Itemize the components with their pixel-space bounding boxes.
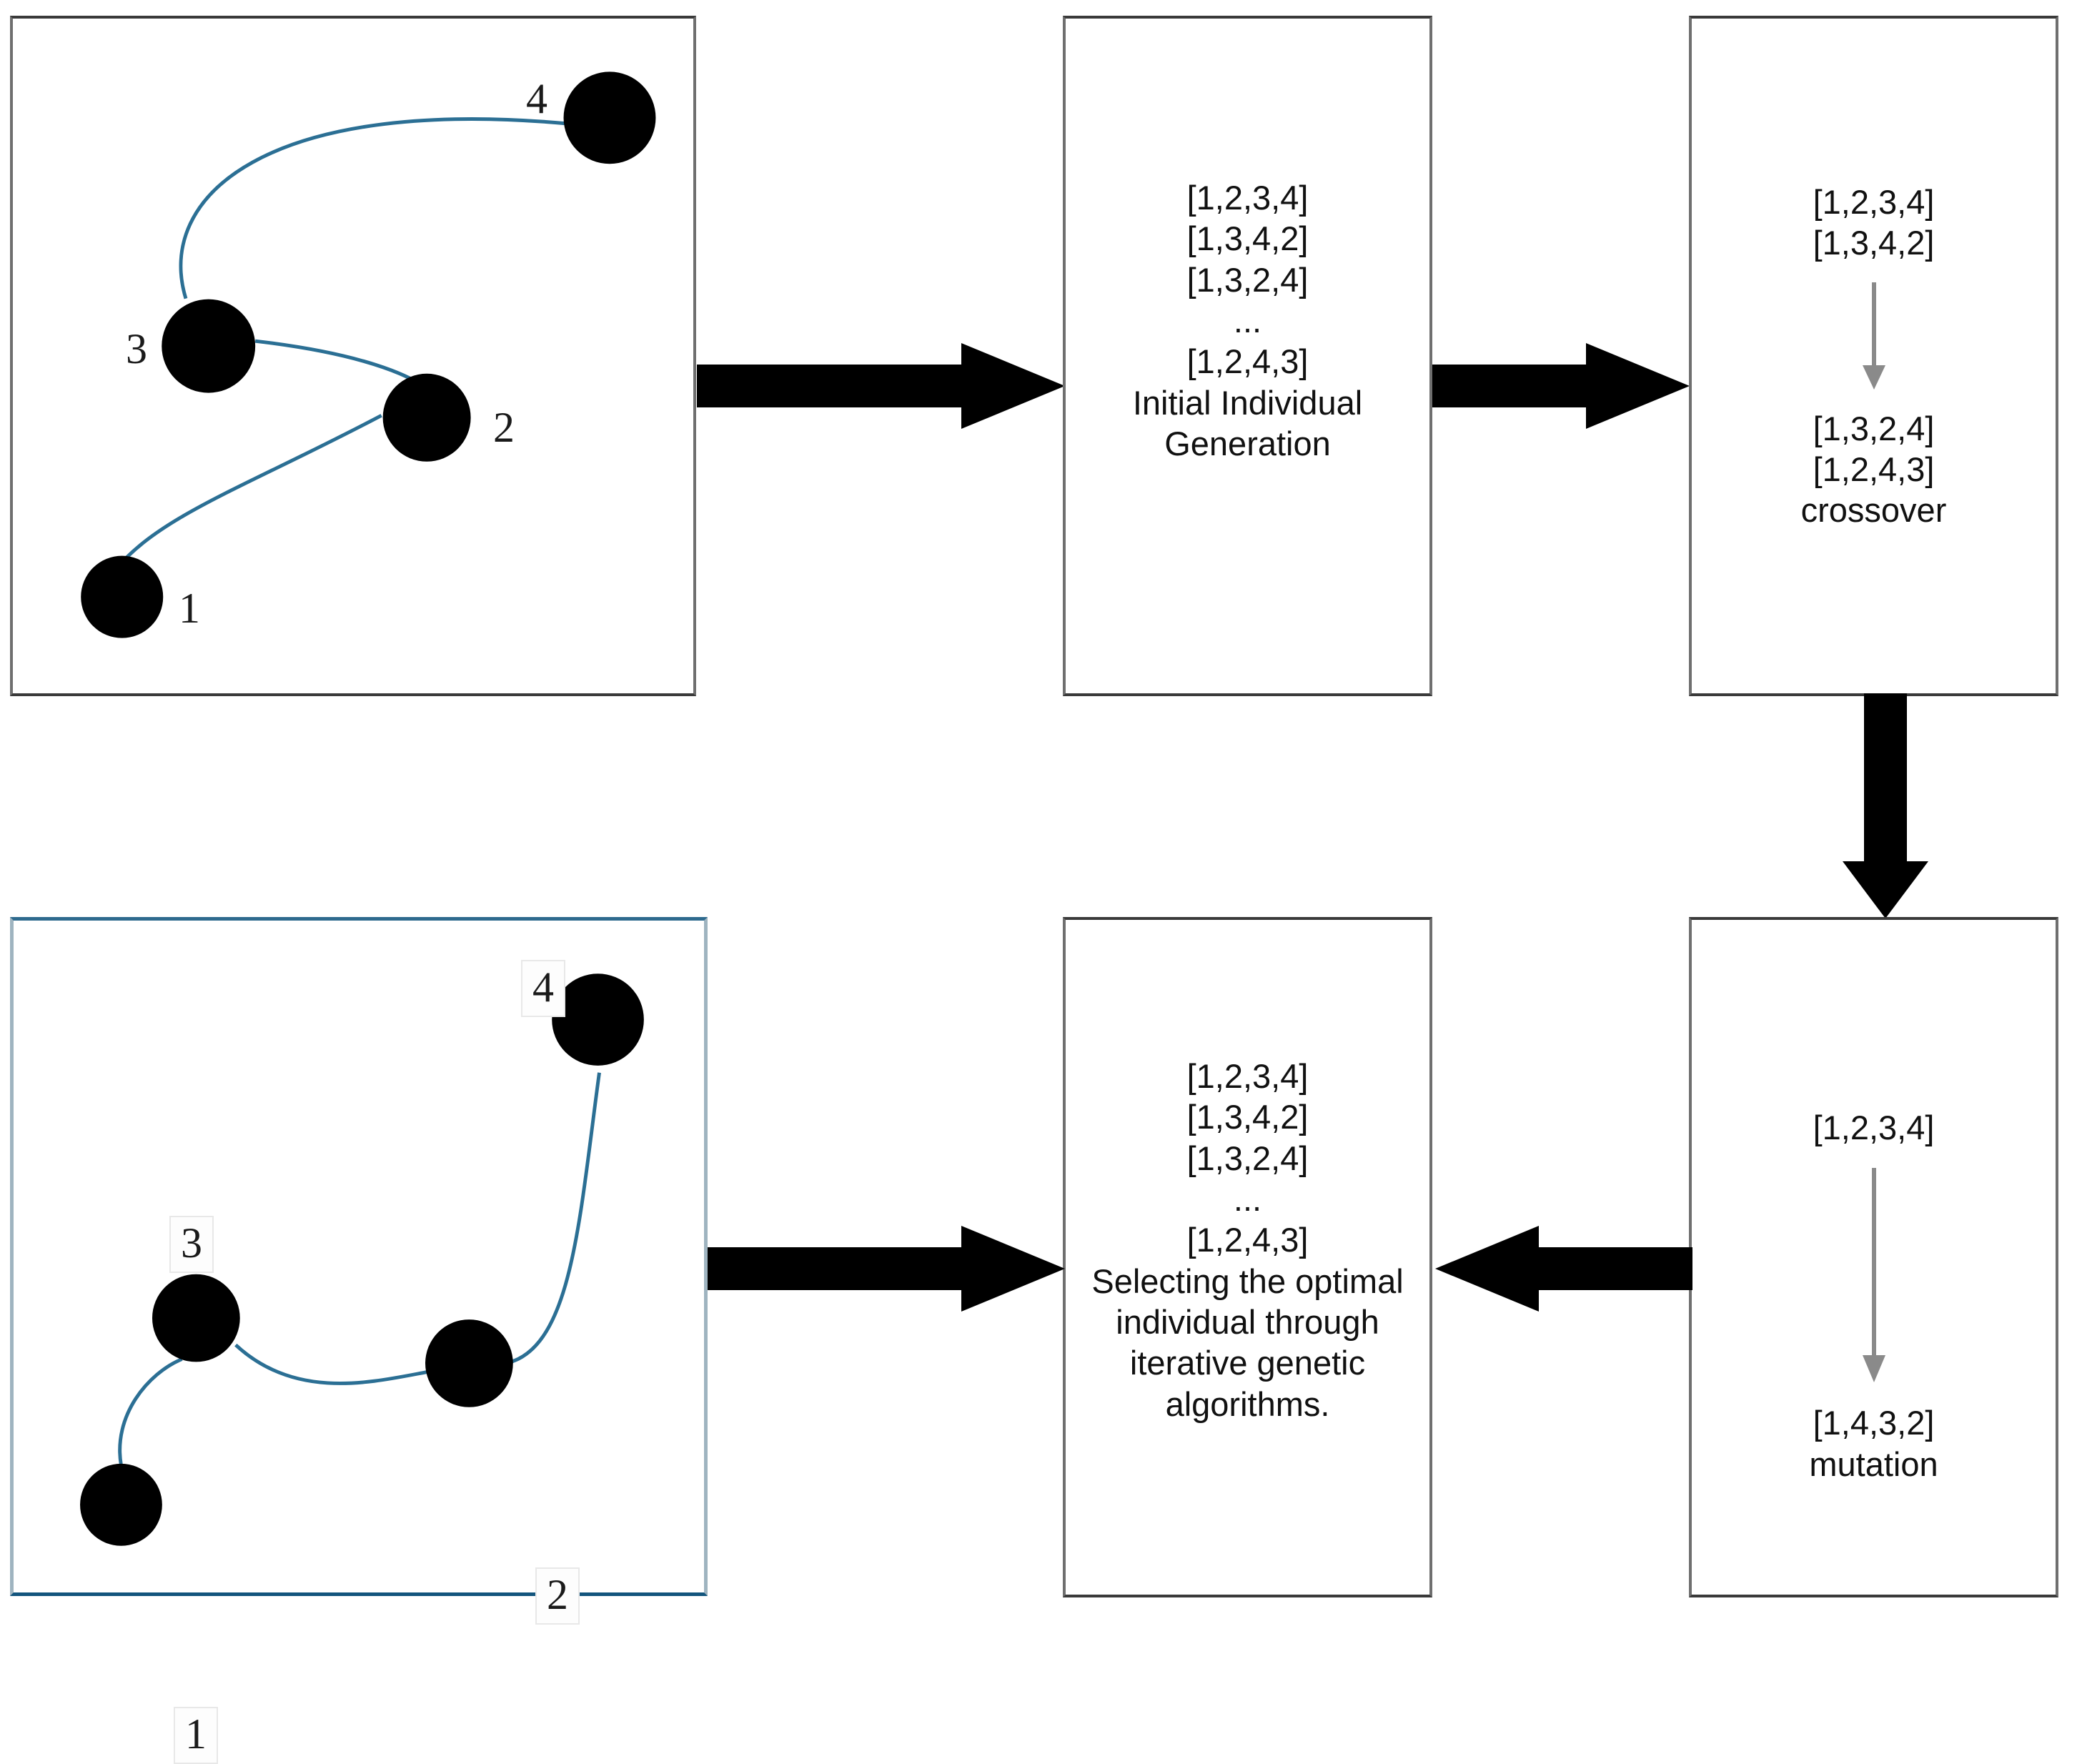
- optimal-route-graph-panel: 1 2 3 4: [10, 917, 708, 1764]
- chromosome: [1,2,3,4]: [1186, 1057, 1309, 1095]
- optimal-route-graph-svg: [80, 973, 644, 1546]
- crossover-text: [1,2,3,4] [1,3,4,2] [1,3,2,4] [1,2,4,3] …: [1692, 182, 2056, 531]
- initial-generation-text: [1,2,3,4] [1,3,4,2] [1,3,2,4] ... [1,2,4…: [1066, 177, 1429, 464]
- crossover-parent: [1,2,3,4]: [1813, 183, 1935, 221]
- chromosome: [1,3,2,4]: [1186, 1139, 1309, 1177]
- crossover-box: [1,2,3,4] [1,3,4,2] [1,3,2,4] [1,2,4,3] …: [1689, 16, 2058, 696]
- crossover-child: [1,2,4,3]: [1813, 450, 1935, 488]
- mutation-child: [1,4,3,2]: [1813, 1404, 1935, 1442]
- edge-3-2: [234, 1343, 429, 1385]
- edge-3-2: [254, 339, 427, 389]
- crossover-child: [1,3,2,4]: [1813, 409, 1935, 447]
- node-2: [382, 373, 471, 462]
- chromosome: [1,2,3,4]: [1186, 179, 1309, 217]
- crossover-down-arrow-icon: [1862, 282, 1885, 390]
- initial-generation-box: [1,2,3,4] [1,3,4,2] [1,3,2,4] ... [1,2,4…: [1063, 16, 1432, 696]
- edge-2-4: [508, 1072, 601, 1364]
- node-4-label: 4: [521, 960, 565, 1017]
- node-1: [81, 555, 164, 638]
- edge-3-4: [179, 117, 566, 299]
- mutation-text: [1,2,3,4] [1,4,3,2] mutation: [1692, 1107, 2056, 1485]
- arrow-left-mutation-to-selection: [1435, 1226, 1692, 1312]
- chromosome-ellipsis: ...: [1233, 1179, 1262, 1218]
- chromosome: [1,3,4,2]: [1186, 1098, 1309, 1136]
- crossover-parent: [1,3,4,2]: [1813, 224, 1935, 262]
- initial-generation-caption-line1: Initial Individual: [1132, 383, 1363, 422]
- arrow-right-initial-to-crossover: [1432, 343, 1690, 429]
- node-3: [162, 299, 256, 393]
- initial-route-graph-panel: 1 2 3 4: [10, 16, 696, 696]
- node-2: [425, 1319, 513, 1407]
- node-1: [80, 1463, 162, 1546]
- mutation-parent: [1,2,3,4]: [1813, 1109, 1935, 1146]
- arrow-right-graph-to-initial: [697, 343, 1065, 429]
- initial-route-graph-svg: [81, 71, 656, 638]
- chromosome: [1,2,4,3]: [1186, 1221, 1309, 1259]
- node-1-label: 1: [179, 585, 200, 632]
- edge-1-3: [118, 1357, 183, 1466]
- chromosome-ellipsis: ...: [1233, 301, 1262, 340]
- node-2-label: 2: [535, 1567, 580, 1625]
- chromosome: [1,3,2,4]: [1186, 260, 1309, 299]
- selection-box: [1,2,3,4] [1,3,4,2] [1,3,2,4] ... [1,2,4…: [1063, 917, 1432, 1597]
- mutation-box: [1,2,3,4] [1,4,3,2] mutation: [1689, 917, 2058, 1597]
- mutation-caption: mutation: [1809, 1445, 1938, 1483]
- arrow-right-optimal-to-selection: [699, 1226, 1065, 1312]
- node-4: [563, 71, 656, 164]
- node-3: [152, 1274, 240, 1362]
- arrow-down-crossover-to-mutation: [1843, 693, 1928, 918]
- chromosome: [1,3,4,2]: [1186, 219, 1309, 258]
- node-3-label: 3: [169, 1216, 214, 1273]
- node-4: [552, 973, 644, 1066]
- selection-caption: Selecting the optimal individual through…: [1091, 1262, 1404, 1423]
- initial-generation-caption-line2: Generation: [1164, 424, 1331, 462]
- chromosome: [1,2,4,3]: [1186, 342, 1309, 381]
- node-2-label: 2: [493, 404, 515, 451]
- crossover-caption: crossover: [1800, 491, 1947, 530]
- mutation-down-arrow-icon: [1862, 1168, 1885, 1383]
- node-3-label: 3: [126, 325, 147, 372]
- edge-1-2: [114, 414, 382, 570]
- selection-text: [1,2,3,4] [1,3,4,2] [1,3,2,4] ... [1,2,4…: [1066, 1056, 1429, 1424]
- node-4-label: 4: [526, 75, 547, 122]
- node-1-label: 1: [174, 1707, 218, 1764]
